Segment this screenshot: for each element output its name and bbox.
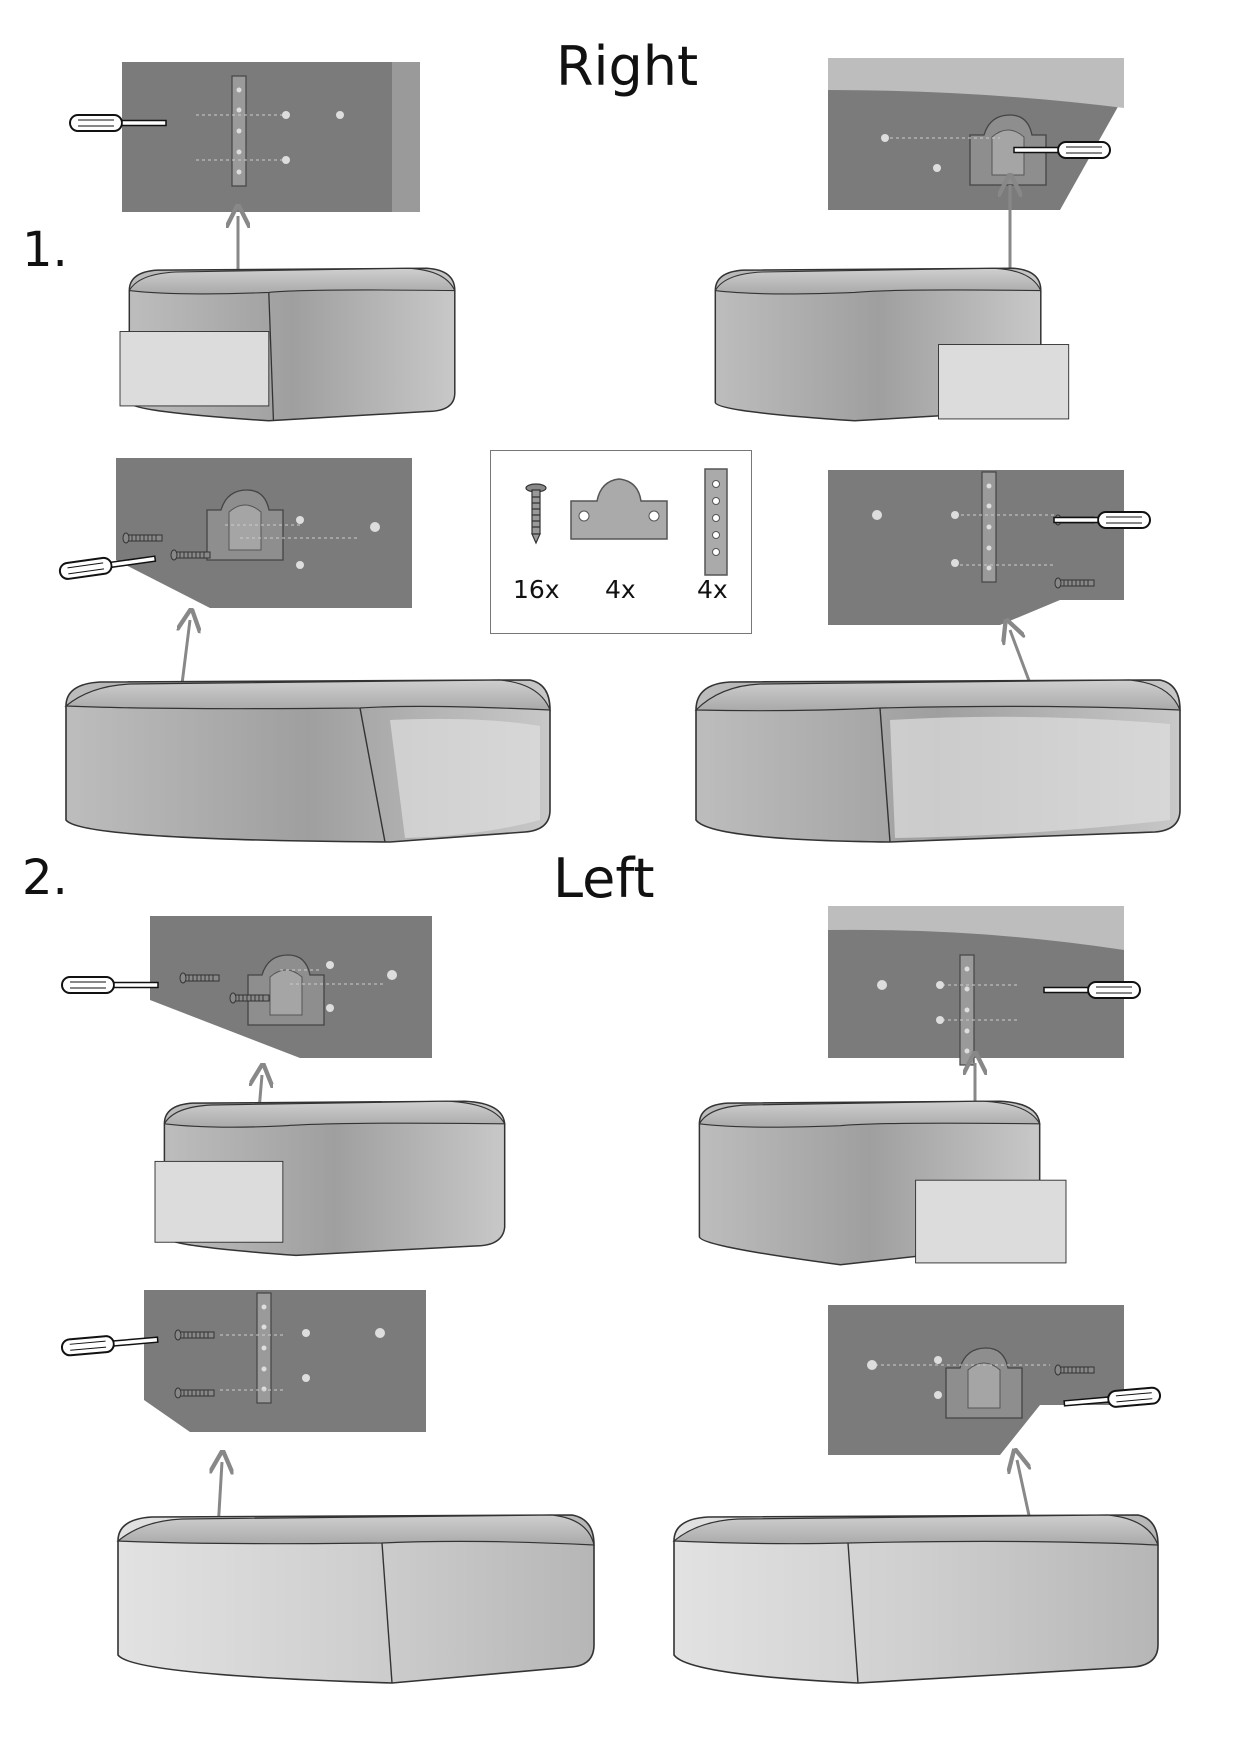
closeup-panel-r1b <box>828 58 1124 210</box>
right-section-title: Right <box>556 35 699 98</box>
closeup-panel-r1c <box>57 458 412 608</box>
step-number-2: 2. <box>22 850 68 906</box>
left-section-title: Left <box>553 847 655 910</box>
cushion-l2a <box>154 1100 506 1257</box>
parts-legend: 16x 4x 4x <box>490 450 752 634</box>
cushion-l2c <box>116 1514 595 1684</box>
step-number-1: 1. <box>22 222 68 278</box>
screw-icon <box>525 483 547 545</box>
connector-plate-qty: 4x <box>697 575 728 604</box>
closeup-panel-l2b <box>828 906 1141 1066</box>
cushion-r1b <box>714 267 1070 422</box>
cushion-r1c <box>64 679 551 843</box>
closeup-panel-r1d <box>828 470 1151 625</box>
cushion-r1a <box>119 267 456 422</box>
cushion-r1d <box>694 679 1181 843</box>
cushion-l2b <box>698 1100 1067 1266</box>
screw-qty: 16x <box>513 575 560 604</box>
cushion-l2d <box>672 1514 1159 1684</box>
closeup-panel-l2d <box>828 1305 1162 1455</box>
closeup-panel-l2a <box>61 916 432 1058</box>
bracket-clip-icon <box>570 478 668 540</box>
closeup-panel-l2c <box>60 1290 426 1432</box>
closeup-panel-r1a <box>69 62 420 212</box>
connector-plate-icon <box>704 468 728 576</box>
parts-legend-drawing <box>525 468 728 576</box>
bracket-clip-qty: 4x <box>605 575 636 604</box>
